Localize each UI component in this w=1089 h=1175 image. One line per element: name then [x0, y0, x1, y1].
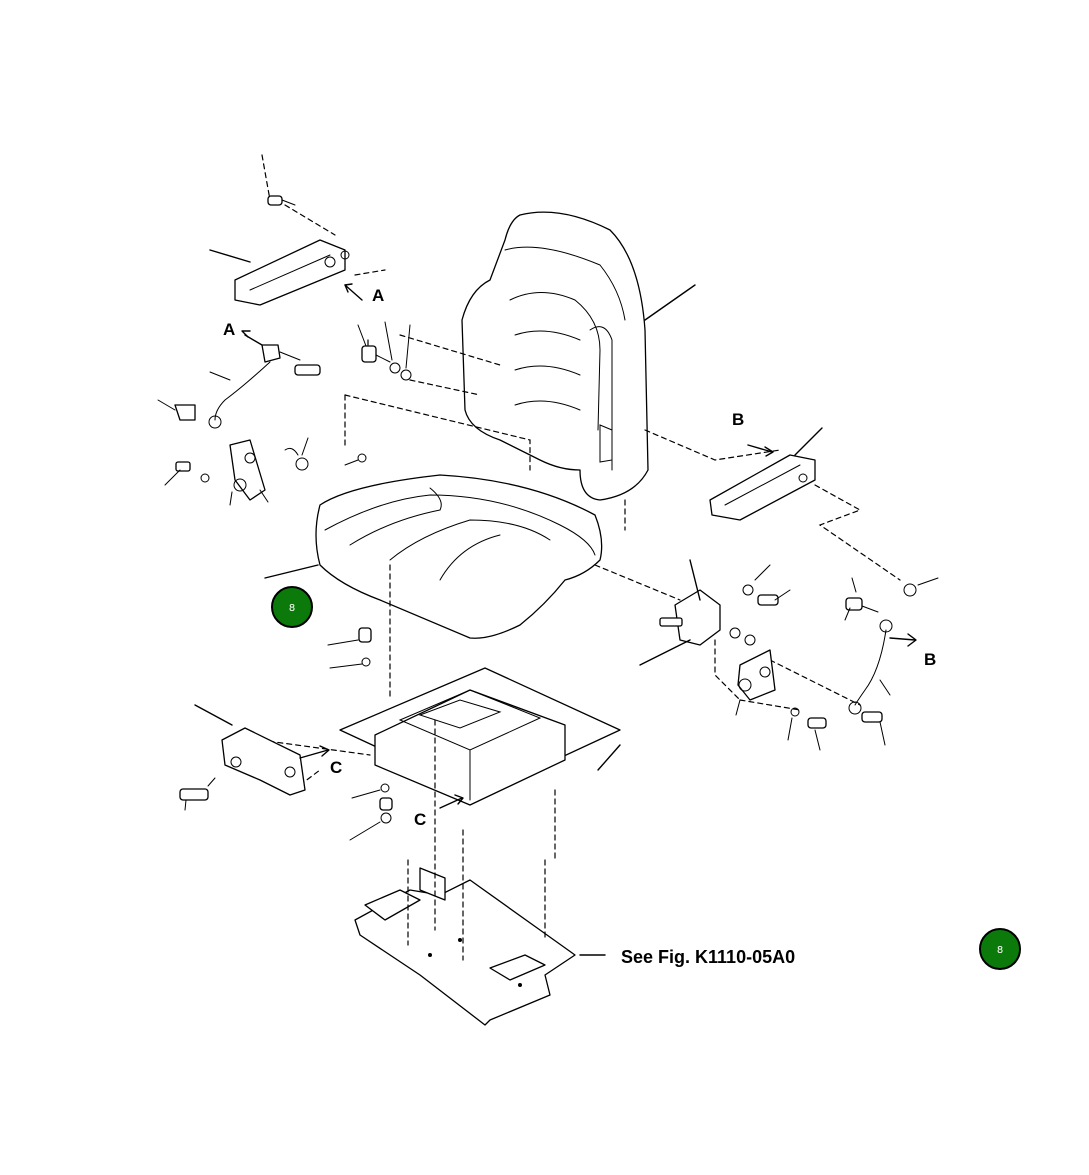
linkage-right: [639, 559, 939, 751]
armrest-left: [209, 195, 350, 306]
label-c-center: C: [414, 810, 426, 829]
label-a-top: A: [372, 286, 384, 305]
floor-plate: [354, 867, 606, 1026]
armrest-right: [709, 427, 823, 521]
bolts-center: [344, 321, 412, 466]
label-a-left: A: [223, 320, 235, 339]
bolts-lower: [327, 627, 393, 841]
callout-arrows: [299, 283, 774, 809]
bolt-a-top: [267, 195, 296, 206]
label-b-upper: B: [732, 410, 744, 429]
hotspot-number: 8: [289, 603, 295, 614]
label-b-lower: B: [924, 650, 936, 669]
seat-cushion: [264, 474, 603, 639]
seat-back: [461, 211, 696, 501]
bracket-lower-left: [179, 704, 306, 811]
seat-frame: [339, 667, 621, 806]
hotspot-number: 8: [997, 945, 1003, 956]
hotspot-marker[interactable]: 8: [271, 586, 313, 628]
label-c-left: C: [330, 758, 342, 777]
hotspot-marker[interactable]: 8: [979, 928, 1021, 970]
linkage-left: [157, 330, 321, 506]
figure-reference: See Fig. K1110-05A0: [621, 947, 795, 967]
